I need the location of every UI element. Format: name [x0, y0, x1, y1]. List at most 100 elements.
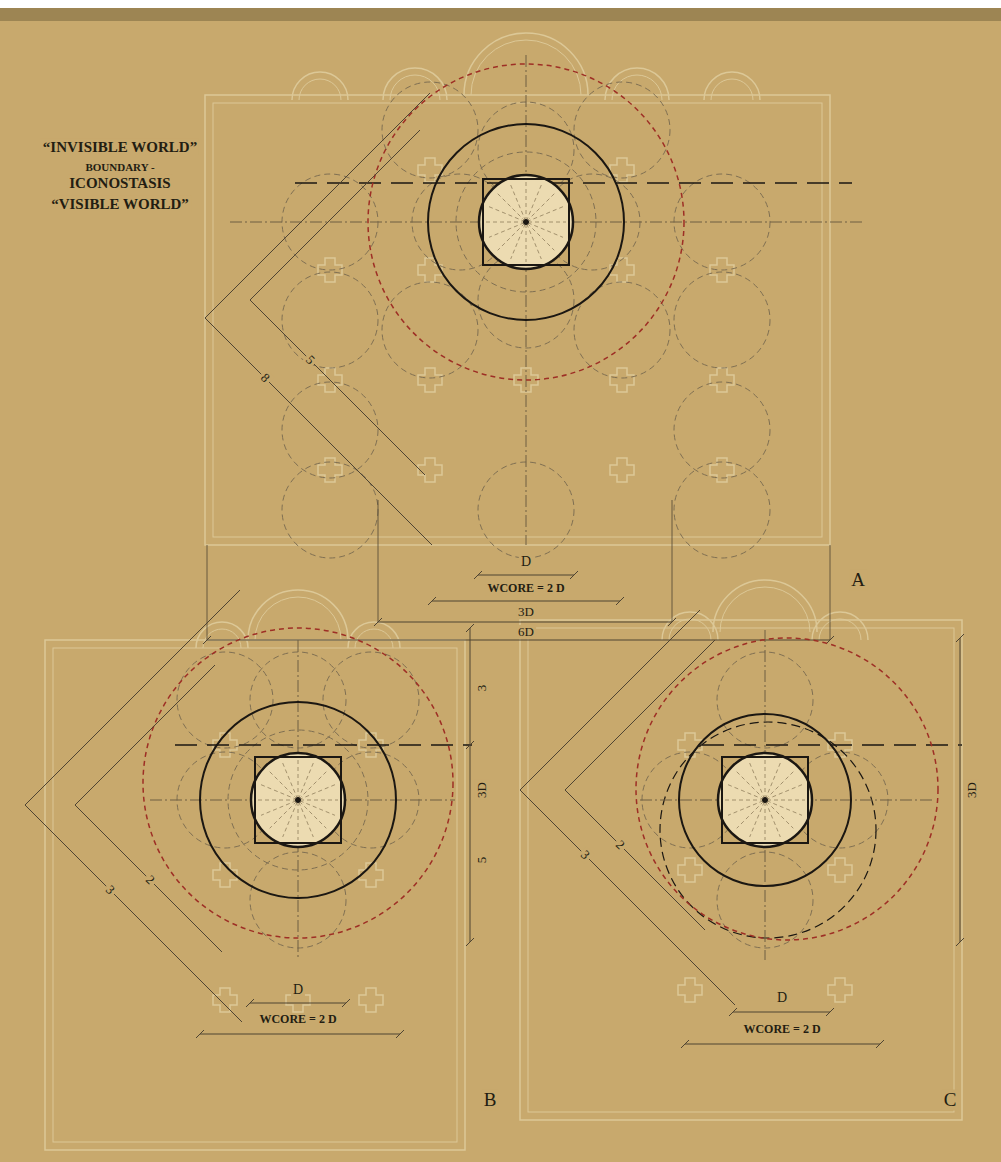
grid-circle — [674, 462, 770, 558]
dimension-label: WCORE = 2 D — [741, 1023, 822, 1036]
zone-label: BOUNDARY - — [83, 161, 156, 173]
dimension-tick — [616, 597, 624, 605]
pier-symbol — [213, 988, 237, 1012]
dimension-label: 3D — [965, 780, 979, 800]
dimension-tick — [246, 999, 254, 1007]
dimension-tick — [876, 1040, 884, 1048]
diagonal-dimension — [250, 300, 425, 475]
diagonal-dimension — [565, 790, 705, 930]
dimension-label: 6D — [516, 625, 536, 639]
proportion-number: 3 — [101, 881, 119, 899]
wall-outline — [213, 103, 822, 537]
pier-symbol — [828, 978, 852, 1002]
dimension-line — [378, 622, 672, 623]
proportion-number: 2 — [141, 871, 159, 889]
pier-symbol — [678, 978, 702, 1002]
pier-symbol — [418, 368, 442, 392]
diagonal-dimension — [520, 610, 700, 790]
dome-centre — [763, 798, 768, 803]
panel-letter: B — [482, 1090, 499, 1111]
wall-outline — [53, 648, 457, 1142]
diagonal-dimension — [25, 805, 242, 1022]
dome-rib — [270, 772, 327, 829]
dimension-line — [478, 575, 574, 576]
pier-symbol — [418, 458, 442, 482]
diagonal-dimension — [75, 805, 222, 952]
dimension-label: D — [519, 554, 533, 569]
dimension-tick — [570, 571, 578, 579]
dimension-line — [432, 601, 620, 602]
grid-circle — [674, 382, 770, 478]
proportion-number: 5 — [475, 855, 489, 866]
extension-line — [830, 545, 831, 640]
apse-outline — [704, 72, 760, 100]
proportion-number: 5 — [301, 351, 319, 369]
dimension-tick — [396, 1030, 404, 1038]
axis-line — [765, 630, 766, 960]
pier-symbol — [359, 988, 383, 1012]
dome-centre — [296, 798, 301, 803]
apse-outline — [355, 629, 393, 648]
dome-centre — [524, 220, 529, 225]
diagonal-dimension — [25, 590, 240, 805]
dome-circle — [251, 753, 345, 847]
extension-line — [672, 500, 673, 622]
proportion-number: 8 — [256, 369, 274, 387]
dimension-line — [685, 1044, 880, 1045]
dome-rib — [737, 772, 794, 829]
grid-circle — [282, 272, 378, 368]
apse-outline — [713, 580, 817, 632]
dimension-tick — [466, 741, 474, 749]
dimension-tick — [681, 1040, 689, 1048]
iconostasis-line — [295, 182, 852, 184]
diagonal-dimension — [205, 93, 430, 318]
axis-line — [150, 800, 455, 801]
dimension-tick — [342, 999, 350, 1007]
proportion-number: 3 — [576, 846, 594, 864]
apse-outline — [203, 629, 241, 648]
pier-symbol — [610, 368, 634, 392]
core-circle — [428, 124, 624, 320]
red-circle — [368, 64, 684, 380]
core-square — [722, 757, 808, 843]
plan-outline — [45, 33, 962, 1150]
diagonal-dimension — [520, 790, 735, 1005]
apse-outline — [390, 75, 440, 100]
extension-line — [378, 500, 379, 622]
geometry-overlay — [25, 55, 964, 1048]
pier-symbol — [828, 858, 852, 882]
dimension-line — [250, 1003, 346, 1004]
dome-rib — [728, 785, 802, 816]
core-square — [255, 757, 341, 843]
extension-line — [207, 545, 208, 640]
dome-rib — [261, 785, 335, 816]
dimension-line — [200, 1034, 400, 1035]
dimension-label: WCORE = 2 D — [257, 1013, 338, 1026]
dimension-tick — [466, 938, 474, 946]
core-circle — [679, 714, 851, 886]
wall-outline — [528, 628, 954, 1112]
wall-outline — [45, 640, 465, 1150]
dimension-tick — [196, 1030, 204, 1038]
apse-outline — [669, 619, 711, 640]
dome-rib — [511, 185, 542, 259]
dimension-tick — [466, 624, 474, 632]
zone-label: ICONOSTASIS — [67, 175, 172, 192]
dome-rib — [498, 194, 555, 251]
diagonal-dimension — [75, 665, 215, 805]
panel-letter: A — [849, 570, 867, 591]
apse-outline — [662, 612, 718, 640]
dimension-line — [207, 640, 830, 641]
dome-circle — [479, 175, 573, 269]
dimension-tick — [956, 634, 964, 642]
dome-rib — [750, 763, 781, 837]
axis-line — [526, 55, 527, 545]
proportion-number: 3 — [475, 683, 489, 694]
dimension-tick — [826, 1008, 834, 1016]
dimension-tick — [956, 938, 964, 946]
pier-symbol — [610, 458, 634, 482]
dome-rib — [489, 207, 563, 238]
zone-label: “VISIBLE WORLD” — [49, 196, 191, 213]
core-circle — [200, 702, 396, 898]
iconostasis-line — [175, 744, 472, 746]
